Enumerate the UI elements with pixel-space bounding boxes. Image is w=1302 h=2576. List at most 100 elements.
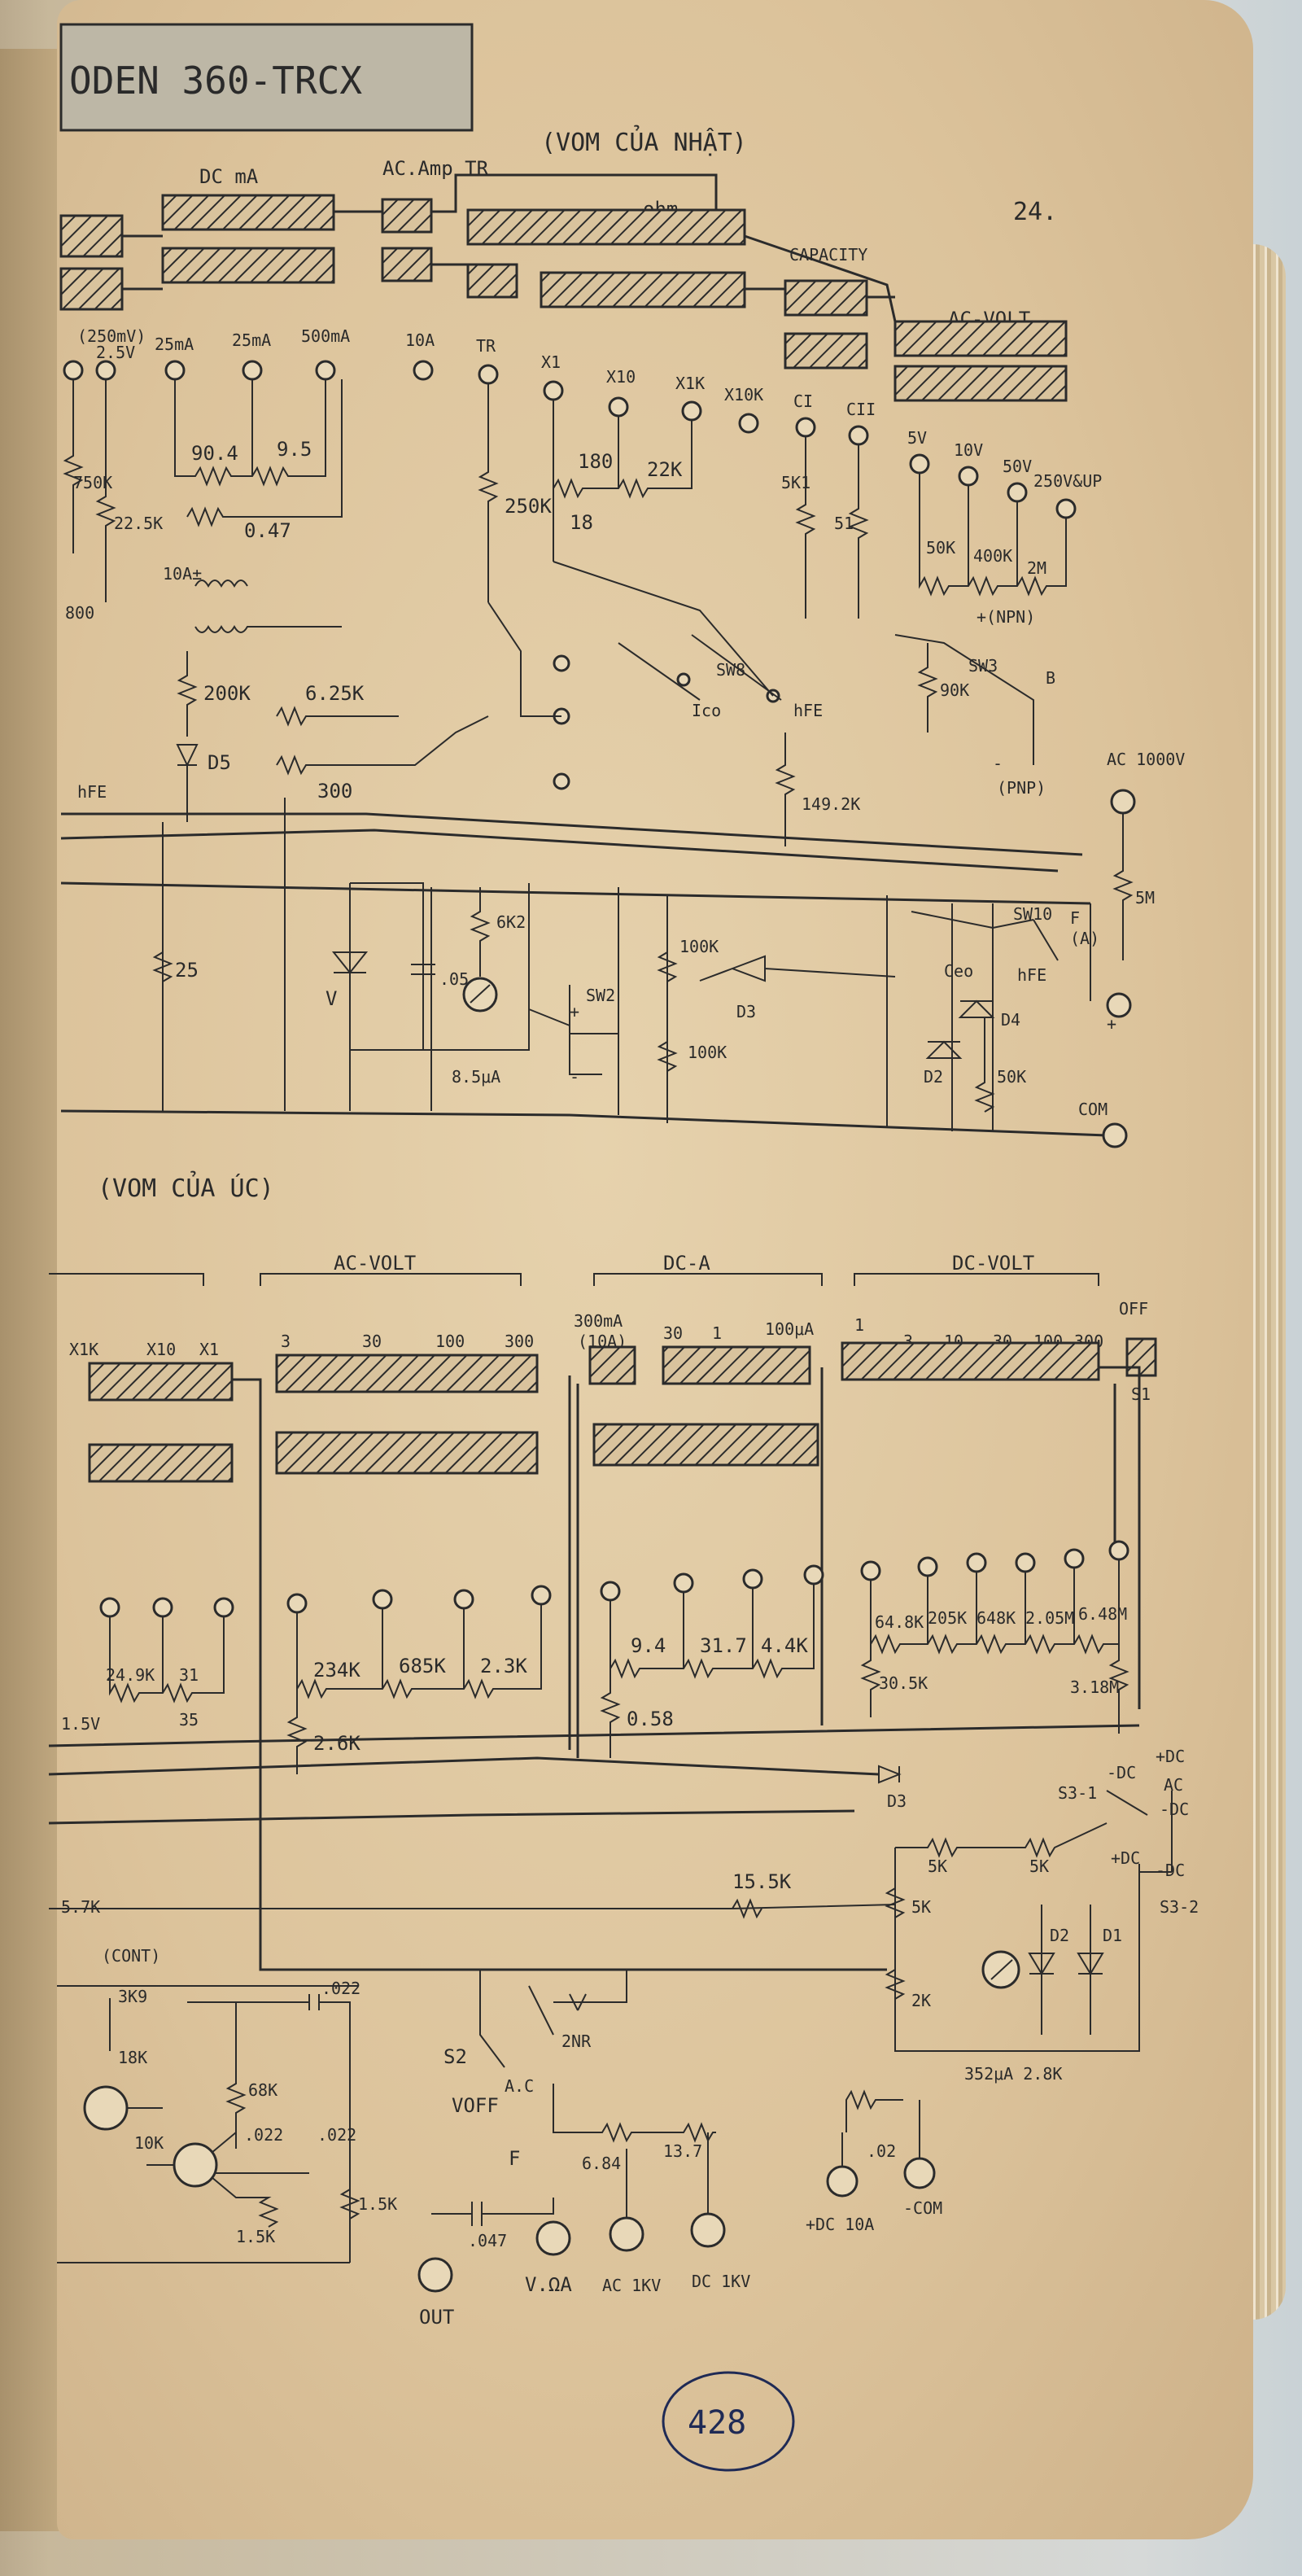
comp-hfe-b: hFE <box>1017 965 1046 985</box>
comp-149-2k: 149.2K <box>802 794 860 814</box>
comp-180: 180 <box>578 450 613 473</box>
comp-0-47: 0.47 <box>244 519 291 542</box>
bottom-bus-3 <box>48 1809 855 1825</box>
range-30a: 30 <box>663 1323 683 1343</box>
bterm-13 <box>917 1556 938 1577</box>
bcomp-minus-dc-a: -DC <box>1107 1763 1136 1782</box>
bcap-047 <box>431 2198 554 2226</box>
section-dc-ma: DC mA <box>199 165 259 188</box>
comp-800: 800 <box>65 603 94 623</box>
range-100: 100 <box>435 1332 465 1351</box>
bjack-wiring <box>626 2100 920 2218</box>
top-sw10 <box>911 911 1059 961</box>
bresistor-chain-dc-volt <box>860 1559 1129 1734</box>
range-300: 300 <box>505 1332 534 1351</box>
terminal-x1k <box>681 400 702 422</box>
comp-hfe: hFE <box>793 701 823 720</box>
range-3: 3 <box>281 1332 291 1351</box>
bcomp-13-7: 13.7 <box>663 2141 702 2161</box>
jack-dc-10a <box>826 2165 859 2198</box>
resistor-capacity <box>795 436 869 619</box>
terminal-2-5v <box>95 360 116 381</box>
bdiode-d1-d2 <box>1028 1905 1104 2035</box>
label-x1: X1 <box>541 352 561 372</box>
terminal-plus <box>1106 992 1132 1018</box>
title-box <box>59 23 474 132</box>
bterm-9 <box>673 1572 694 1594</box>
bterm-5 <box>372 1589 393 1610</box>
bcomp-6-48m: 6.48M <box>1078 1604 1127 1624</box>
bcomp-plus-dc-b: +DC <box>1111 1848 1140 1868</box>
comp-minus-b: - <box>993 754 1003 773</box>
comp-50k: 50K <box>926 538 955 558</box>
top-diode-v <box>331 936 369 989</box>
band-left-1 <box>59 214 124 258</box>
bterm-4 <box>286 1593 308 1614</box>
bcomp-022-b: .022 <box>244 2125 283 2145</box>
bcomp-648k: 648K <box>976 1608 1016 1628</box>
comp-npn: +(NPN) <box>976 607 1035 627</box>
bcomp-68k: 68K <box>248 2080 277 2100</box>
bcomp-a-c: A.C <box>505 2076 534 2096</box>
band-ac-volt-2 <box>893 365 1068 402</box>
bcomp-5-7k: 5.7K <box>61 1897 100 1917</box>
range-s1: S1 <box>1131 1384 1151 1404</box>
label-500ma: 500mA <box>301 326 350 346</box>
comp-hfe-left: hFE <box>77 782 107 802</box>
terminal-x10 <box>608 396 629 418</box>
bterm-7 <box>531 1585 552 1606</box>
comp-com: COM <box>1078 1100 1108 1119</box>
bterm-2 <box>152 1597 173 1618</box>
bracket-left <box>49 1273 204 1286</box>
bcomp-64-8k: 64.8K <box>875 1612 924 1632</box>
bcomp-35: 35 <box>179 1710 199 1730</box>
resistor-25 <box>152 951 173 982</box>
bcomp-cont: (CONT) <box>102 1946 160 1966</box>
bterm-15 <box>1015 1552 1036 1573</box>
jack-ac-1kv <box>609 2216 644 2252</box>
section-ac-volt-bottom: AC-VOLT <box>334 1252 416 1275</box>
terminal-x10k <box>738 413 759 434</box>
jack-label-out: OUT <box>419 2306 454 2329</box>
page-number-circle <box>662 2371 795 2472</box>
comp-ico: Ico <box>692 701 721 720</box>
top-meter-needle <box>470 984 491 1004</box>
bottom-terminal-row <box>99 1540 1129 1618</box>
bottom-subtitle: (VOM CỦA ÚC) <box>98 1171 274 1203</box>
bterm-6 <box>453 1589 474 1610</box>
label-5v: 5V <box>907 428 927 448</box>
resistor-6k2 <box>470 887 491 977</box>
bracket-ac-volt <box>260 1273 522 1286</box>
jack-dc-1kv <box>690 2212 726 2248</box>
bcomp-4-4k: 4.4K <box>761 1634 808 1657</box>
left-page-edge <box>0 49 65 2531</box>
bcomp-1-5k-a: 1.5K <box>358 2194 397 2214</box>
resistor-90k <box>917 643 938 733</box>
bresistor-chain-ac-volt <box>286 1604 542 1774</box>
bcomp-2-6k: 2.6K <box>313 1732 360 1755</box>
band-dc-volt-b1 <box>841 1341 1100 1381</box>
band-left-2 <box>59 267 124 311</box>
comp-90-4: 90.4 <box>191 442 238 465</box>
terminal-x1 <box>543 380 564 401</box>
comp-18: 18 <box>570 511 593 534</box>
bcomp-s2: S2 <box>443 2045 467 2068</box>
jack-out <box>417 2257 453 2293</box>
range-x1: X1 <box>199 1340 219 1359</box>
jack-v-ohm-a <box>535 2220 571 2256</box>
range-1v: 1 <box>854 1315 864 1335</box>
terminal-ac-1000v <box>1110 789 1136 815</box>
jack-com <box>903 2157 936 2189</box>
bcomp-9-4: 9.4 <box>631 1634 666 1657</box>
range-x1k: X1K <box>69 1340 98 1359</box>
range-x10: X10 <box>146 1340 176 1359</box>
bdiode-d3 <box>878 1765 902 1784</box>
bottom-bus-2 <box>48 1756 880 1776</box>
bcomp-3-18m: 3.18M <box>1070 1677 1119 1697</box>
bcomp-d2: D2 <box>1050 1926 1069 1945</box>
bcomp-2nr: 2NR <box>561 2031 592 2051</box>
osc-transistor-2 <box>173 2142 218 2188</box>
top-terminal-labels: (250mV) 2.5V 25mA 25mA 500mA 10A TR X1 X… <box>77 326 1102 491</box>
comp-ceo: Ceo <box>944 961 973 981</box>
